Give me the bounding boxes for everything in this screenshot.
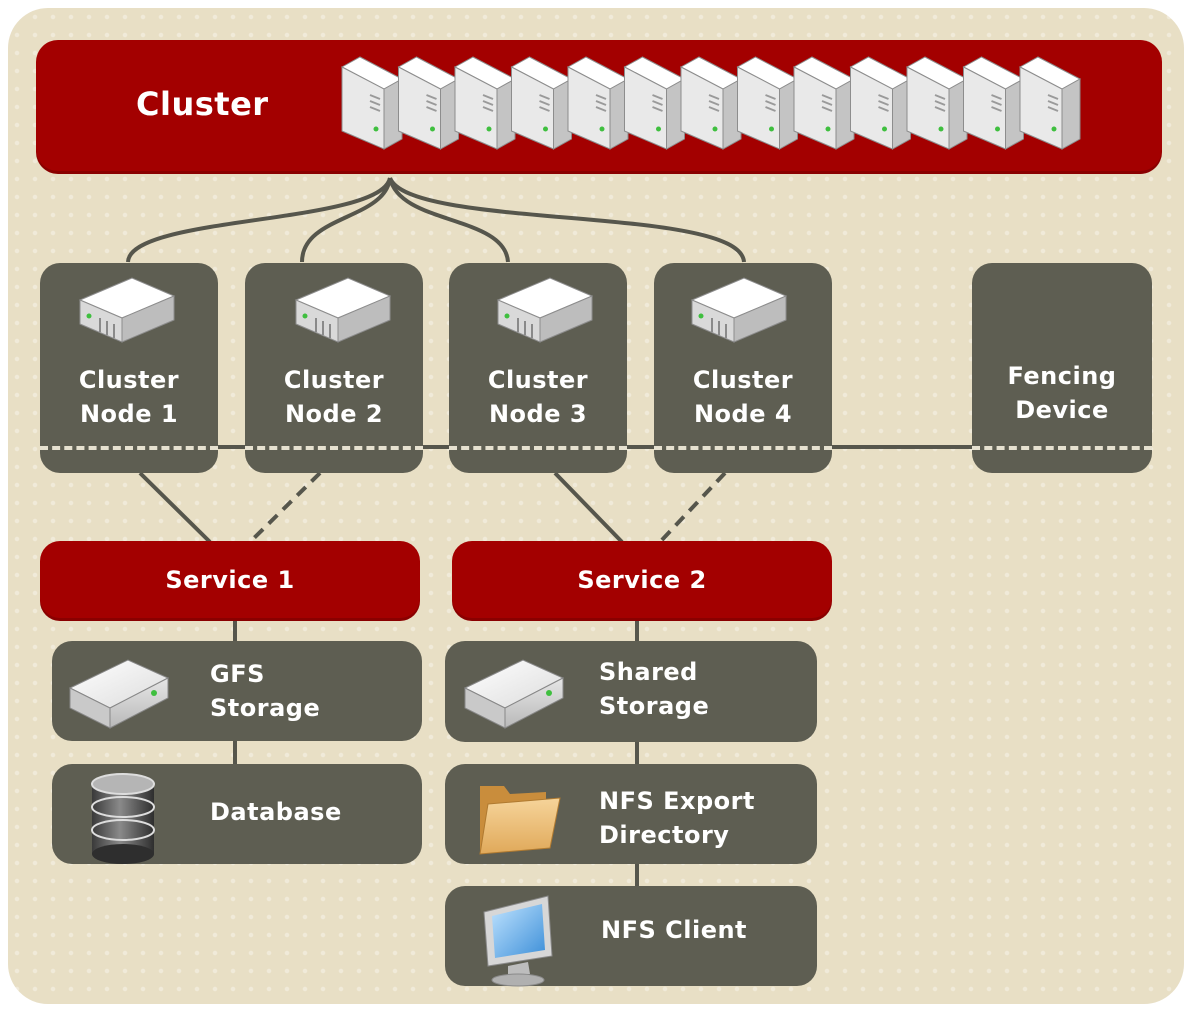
server-tower-icon: [849, 56, 912, 150]
server-tower-icon: [397, 56, 460, 150]
fence-divider: [449, 446, 627, 450]
server-tower-icon: [962, 56, 1025, 150]
node3-to-service2-line: [553, 471, 624, 544]
node2-to-service1-dashed-line: [248, 471, 322, 544]
database-icon: [91, 773, 155, 864]
cluster-label: Cluster: [136, 85, 269, 123]
server-tower-icon: [679, 56, 743, 150]
monitor-icon: [483, 895, 553, 987]
server-tower-icon: [736, 56, 799, 150]
fence-divider: [654, 446, 832, 450]
server-icon: [294, 277, 392, 343]
service-1-bar: Service 1: [40, 541, 420, 621]
cluster-to-node4-line: [388, 177, 746, 263]
server-tower-icon: [340, 56, 404, 150]
fence-divider: [972, 446, 1152, 450]
fence-divider: [245, 446, 423, 450]
server-tower-icon: [623, 56, 686, 150]
node4-to-service2-dashed-line: [658, 471, 727, 544]
cluster-to-node1-line: [126, 177, 392, 263]
service-2-label: Service 2: [577, 566, 707, 594]
server-tower-icon: [510, 56, 573, 150]
cluster-to-node3-line: [388, 177, 510, 263]
server-tower-icon: [905, 56, 969, 150]
server-icon: [78, 277, 176, 343]
server-icon: [496, 277, 594, 343]
fence-divider: [40, 446, 218, 450]
folder-icon: [479, 786, 561, 855]
nfs-client-label: NFS Client: [601, 916, 748, 944]
service-2-bar: Service 2: [452, 541, 832, 621]
server-tower-icon: [1018, 56, 1082, 150]
database-label: Database: [210, 798, 342, 826]
hard-drive-icon: [68, 659, 170, 729]
node1-to-service1-line: [138, 471, 212, 544]
cluster-to-node2-line: [300, 177, 392, 263]
hard-drive-icon: [463, 659, 565, 729]
service-1-label: Service 1: [165, 566, 295, 594]
server-tower-icon: [792, 56, 856, 150]
server-icon: [690, 277, 788, 343]
